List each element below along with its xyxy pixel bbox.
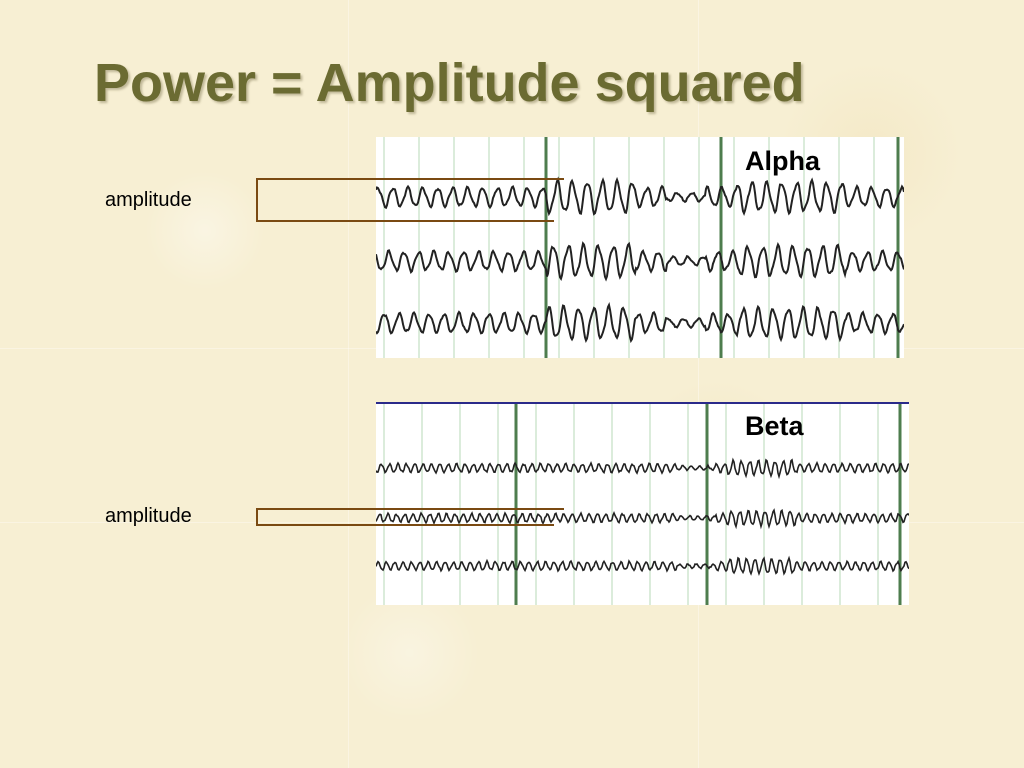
beta-trace [376,457,909,480]
beta-eeg-panel [376,402,909,605]
slide-title: Power = Amplitude squared [94,53,805,113]
beta-trace [376,508,909,530]
alpha-amplitude-label: amplitude [105,189,192,211]
alpha-eeg-traces [376,137,904,358]
alpha-eeg-panel [376,137,904,358]
background-seam [698,0,699,768]
beta-trace [376,555,909,577]
alpha-trace [376,241,904,282]
beta-band-label: Beta [745,411,804,441]
alpha-trace [376,301,904,344]
background-seam [348,0,349,768]
alpha-band-label: Alpha [745,146,821,176]
alpha-trace [376,176,904,217]
beta-eeg-traces [376,402,909,605]
beta-amplitude-label: amplitude [105,505,192,527]
